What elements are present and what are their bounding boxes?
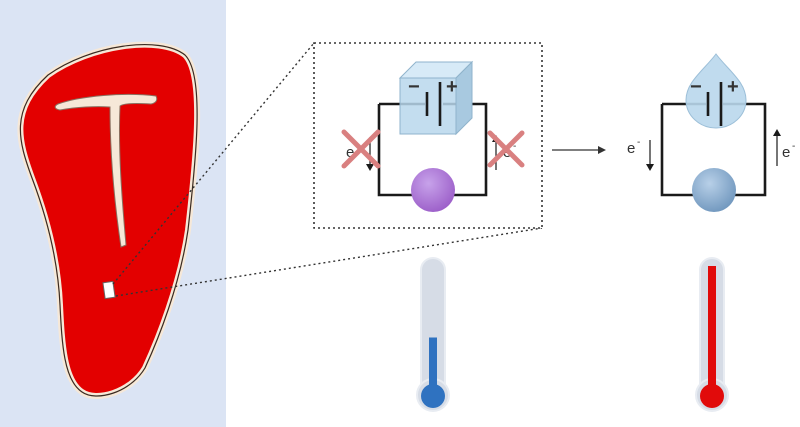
thermometer-cold-icon (416, 257, 450, 412)
electron-label-warm-right: e (782, 144, 790, 161)
electron-charge-right: - (513, 141, 516, 152)
arrow-right-icon (552, 146, 606, 154)
zoom-line-top (112, 42, 315, 285)
battery-plus-label-2: + (727, 76, 739, 98)
electron-label-left: e (346, 144, 354, 161)
steak (17, 41, 201, 399)
ice-cube-icon (398, 60, 474, 136)
blocked-cross-right (487, 130, 525, 168)
bone-icon (54, 93, 158, 248)
battery-minus-label-2: − (690, 76, 702, 98)
battery-minus-label: − (408, 76, 420, 98)
electron-charge-warm-right: - (792, 141, 795, 152)
warm-circuit: − + e - e - (627, 53, 795, 212)
cold-bulb (411, 168, 455, 212)
cold-circuit: − + e - e - (341, 60, 525, 212)
electron-label-warm-left: e (627, 140, 635, 157)
battery-plus-label: + (446, 76, 458, 98)
electron-charge-warm-left: - (637, 137, 640, 148)
warm-bulb (692, 168, 736, 212)
zoom-line-bottom (115, 227, 543, 297)
water-drop-icon (685, 53, 747, 129)
thermometer-hot-icon (695, 257, 729, 412)
sample-marker (102, 280, 116, 300)
blocked-cross-left (341, 129, 381, 169)
